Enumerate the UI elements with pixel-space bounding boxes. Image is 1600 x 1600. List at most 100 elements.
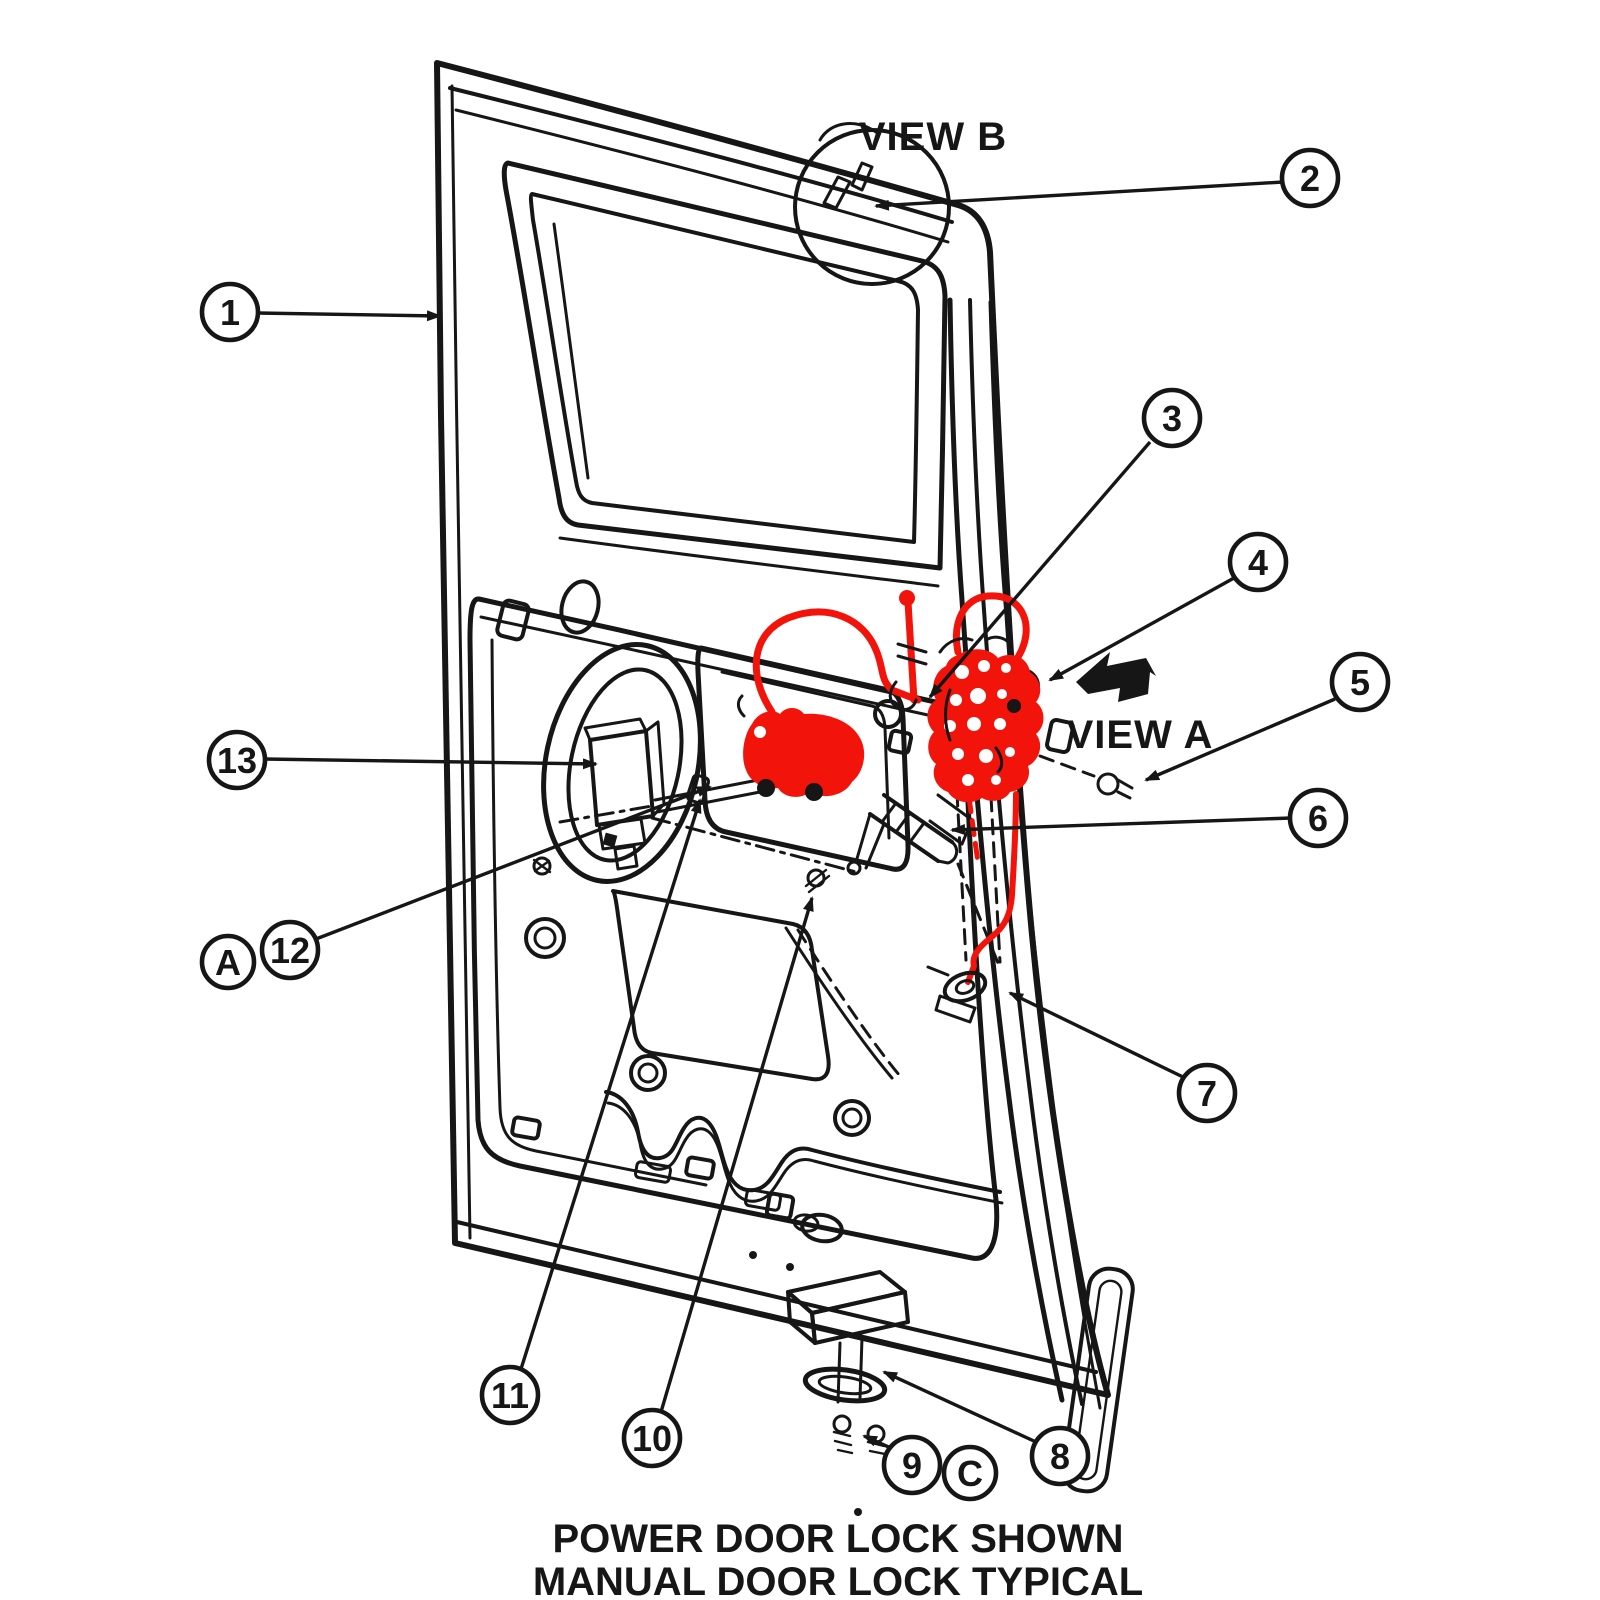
leader-6	[950, 816, 1292, 836]
bracket-bolt	[602, 832, 618, 848]
cylinder-line	[882, 793, 954, 844]
panel-hole	[873, 699, 903, 729]
flange-tab	[744, 1188, 782, 1212]
leader-13	[263, 757, 598, 770]
callout-c-letter: C	[941, 1444, 999, 1502]
cylinder-cap	[936, 840, 959, 865]
callout-8: 8	[1029, 1425, 1091, 1487]
panel-hole	[764, 1191, 796, 1221]
leader-5	[1144, 697, 1336, 782]
callout-3: 3	[1141, 387, 1203, 449]
view-a-label: VIEW A	[1067, 713, 1214, 757]
lock-rod-knob	[899, 590, 915, 606]
access-opening	[611, 889, 831, 1082]
screw-head	[1096, 772, 1120, 796]
callout-label: 9	[902, 1445, 922, 1486]
oval-ring-inner	[566, 667, 684, 863]
regulator-rail-hidden	[796, 928, 902, 1078]
callout-1: 1	[199, 281, 261, 343]
lock-cylinder	[846, 793, 1002, 970]
leader-7	[1008, 991, 1184, 1079]
panel-hole	[800, 1212, 844, 1244]
panel-dot	[749, 1251, 757, 1259]
callout-13: 13	[206, 729, 268, 791]
leader-1	[256, 310, 442, 322]
fitting-foot	[934, 994, 977, 1024]
panel-hole	[886, 728, 914, 756]
callout-label: 7	[1197, 1073, 1217, 1114]
leader-11	[519, 798, 702, 1370]
latch-body	[927, 649, 1044, 803]
hidden-rod	[650, 816, 858, 874]
bracket-top	[583, 717, 648, 742]
panel-hole	[559, 579, 601, 635]
callout-circle	[621, 1407, 683, 1469]
cable-end-fitting	[926, 965, 988, 1024]
bracket-side	[644, 720, 666, 818]
panel-left-lip	[490, 638, 708, 1187]
callout-4: 4	[1227, 531, 1289, 593]
panel-top-lip	[479, 615, 948, 721]
fitting-inner	[954, 979, 976, 995]
panel-hole	[684, 1155, 716, 1181]
callout-circle	[941, 1444, 999, 1502]
latch-assembly-highlight	[927, 635, 1044, 803]
latch-detail	[944, 688, 952, 742]
outside-handle	[786, 1270, 910, 1516]
window-sill-line	[558, 536, 940, 588]
callout-label: 6	[1308, 798, 1328, 839]
callout-circle	[199, 933, 257, 991]
actuator-nub	[736, 694, 746, 718]
actuator-opening	[695, 645, 911, 872]
fitting-outer	[942, 970, 988, 1004]
callout-circle	[1141, 387, 1203, 449]
view-b-detail: VIEW B	[793, 115, 1007, 286]
latch-detail-dot	[1007, 699, 1021, 713]
handle-side	[786, 1290, 817, 1345]
bracket-foot	[597, 817, 647, 851]
callout-circle	[1279, 147, 1341, 209]
cable-arch	[752, 608, 922, 716]
rod-screw	[804, 868, 831, 894]
callout-2: 2	[1279, 147, 1341, 209]
corner-bar-outer	[1061, 1266, 1135, 1494]
callout-12: 12	[259, 919, 321, 981]
callout-circle	[1287, 787, 1349, 849]
callout-label: 11	[491, 1375, 529, 1416]
callout-circle	[259, 919, 321, 981]
channel-line	[988, 300, 1102, 1410]
lock-cable-highlight	[752, 590, 1030, 985]
callout-label: 10	[632, 1418, 672, 1459]
callout-label: 3	[1162, 398, 1182, 439]
callout-circle	[1176, 1062, 1238, 1124]
latch-top-links	[938, 635, 1014, 654]
callout-label: 8	[1050, 1436, 1070, 1477]
door-hem-left	[450, 84, 472, 1240]
view-b-label: VIEW B	[859, 115, 1007, 159]
callout-label: 13	[217, 740, 257, 781]
ring-hole	[524, 917, 566, 959]
leader-3	[928, 440, 1152, 699]
hidden-rod	[558, 804, 654, 824]
panel-hole	[495, 598, 531, 642]
callouts: 1 2 3 4 5 6 7 8	[199, 147, 1391, 1502]
callout-label: 5	[1350, 662, 1370, 703]
callout-a-letter: A	[199, 933, 257, 991]
callout-circle	[1227, 531, 1289, 593]
view-b-squiggle	[818, 122, 878, 142]
callout-circle	[206, 729, 268, 791]
oval-ring-outer	[541, 642, 703, 884]
cable-down	[965, 791, 1019, 985]
handle-bezel-inner	[817, 1374, 873, 1396]
view-a-marker: VIEW A	[1067, 652, 1214, 757]
callout-label: 4	[1248, 542, 1268, 583]
leader-12	[315, 785, 712, 941]
channel-line	[968, 298, 1084, 1406]
corner-bar-inner	[1073, 1279, 1123, 1481]
door-hem-bottom	[455, 1220, 1098, 1374]
leader-8	[882, 1370, 1037, 1444]
door-hem-top-2	[454, 108, 950, 244]
callout-circle	[199, 281, 261, 343]
